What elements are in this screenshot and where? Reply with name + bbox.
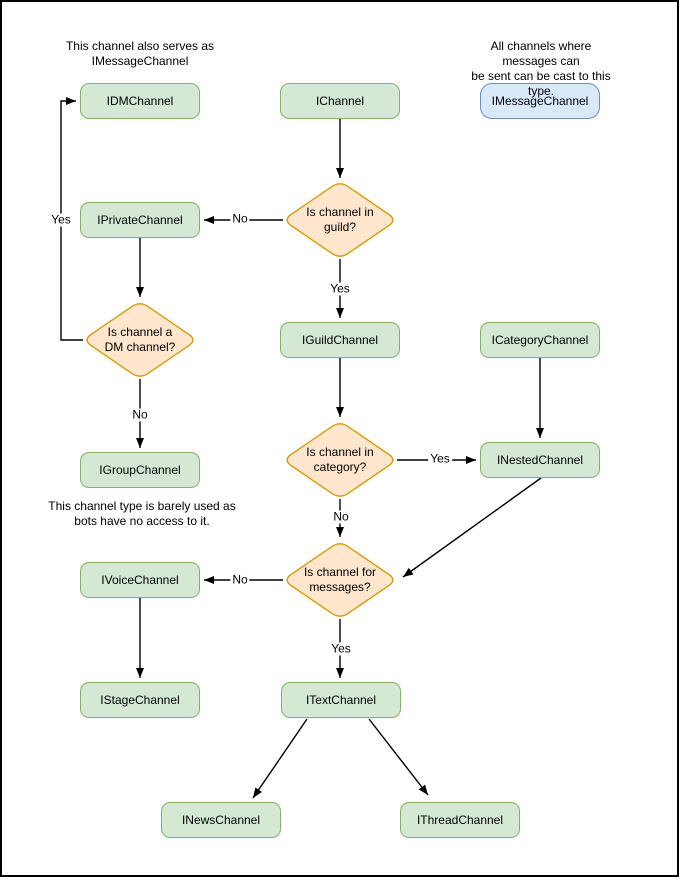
caption-group-note: This channel type is barely used as bots…	[48, 499, 236, 528]
node-label: IGuildChannel	[301, 333, 379, 347]
node-label: IChannel	[315, 94, 365, 108]
edge-label-guild-yes: Yes	[328, 281, 352, 296]
decision-category-decision: Is channel in category?	[280, 418, 400, 502]
edge-label-dm-no: No	[130, 407, 150, 422]
diamond-shape	[286, 543, 394, 617]
decision-label: Is channel in category?	[306, 445, 374, 474]
diamond-shape	[286, 423, 394, 497]
edge-label-dm-yes: Yes	[49, 212, 73, 227]
edge-itext-to-inews	[252, 718, 308, 799]
edge-label-category-no: No	[331, 509, 351, 524]
node-label: IDMChannel	[106, 94, 174, 108]
decision-label: Is channel for messages?	[303, 565, 377, 594]
node-inestedchannel: INestedChannel	[480, 442, 600, 478]
edge-itext-to-ithread	[368, 718, 429, 796]
decision-messages-decision: Is channel for messages?	[280, 538, 400, 622]
node-ichannel: IChannel	[280, 83, 400, 119]
caption-message-note: All channels where messages can be sent …	[471, 39, 611, 98]
node-ivoicechannel: IVoiceChannel	[80, 562, 200, 598]
node-itextchannel: ITextChannel	[281, 682, 401, 718]
decision-guild-decision: Is channel in guild?	[280, 178, 400, 262]
edge-label-messages-no: No	[230, 572, 250, 587]
node-icategorychannel: ICategoryChannel	[480, 322, 600, 358]
node-label: ITextChannel	[305, 693, 377, 707]
edge-label-guild-no: No	[230, 211, 250, 226]
node-iprivatechannel: IPrivateChannel	[80, 202, 200, 238]
node-istagechannel: IStageChannel	[80, 682, 200, 718]
edge-label-messages-yes: Yes	[329, 641, 353, 656]
node-label: INestedChannel	[496, 453, 584, 467]
node-label: IStageChannel	[100, 693, 180, 707]
node-inewschannel: INewsChannel	[161, 802, 281, 838]
node-label: IGroupChannel	[99, 463, 181, 477]
node-label: ICategoryChannel	[491, 333, 589, 347]
node-iguildchannel: IGuildChannel	[280, 322, 400, 358]
edge-label-category-yes: Yes	[428, 451, 452, 466]
node-label: INewsChannel	[181, 813, 261, 827]
node-label: IPrivateChannel	[97, 213, 183, 227]
decision-label: Is channel a DM channel?	[104, 325, 176, 354]
node-ithreadchannel: IThreadChannel	[400, 802, 520, 838]
node-igroupchannel: IGroupChannel	[80, 452, 200, 488]
node-label: IMessageChannel	[491, 94, 589, 108]
edge-inested-to-messages	[402, 477, 542, 578]
caption-dm-note: This channel also serves as IMessageChan…	[65, 39, 215, 68]
node-imessagechannel: IMessageChannel	[480, 83, 600, 119]
node-label: IVoiceChannel	[101, 573, 179, 587]
decision-dm-decision: Is channel a DM channel?	[80, 298, 200, 382]
diamond-shape	[86, 303, 194, 377]
node-label: IThreadChannel	[416, 813, 504, 827]
decision-label: Is channel in guild?	[306, 205, 374, 234]
diamond-shape	[286, 183, 394, 257]
node-idmchannel: IDMChannel	[80, 83, 200, 119]
